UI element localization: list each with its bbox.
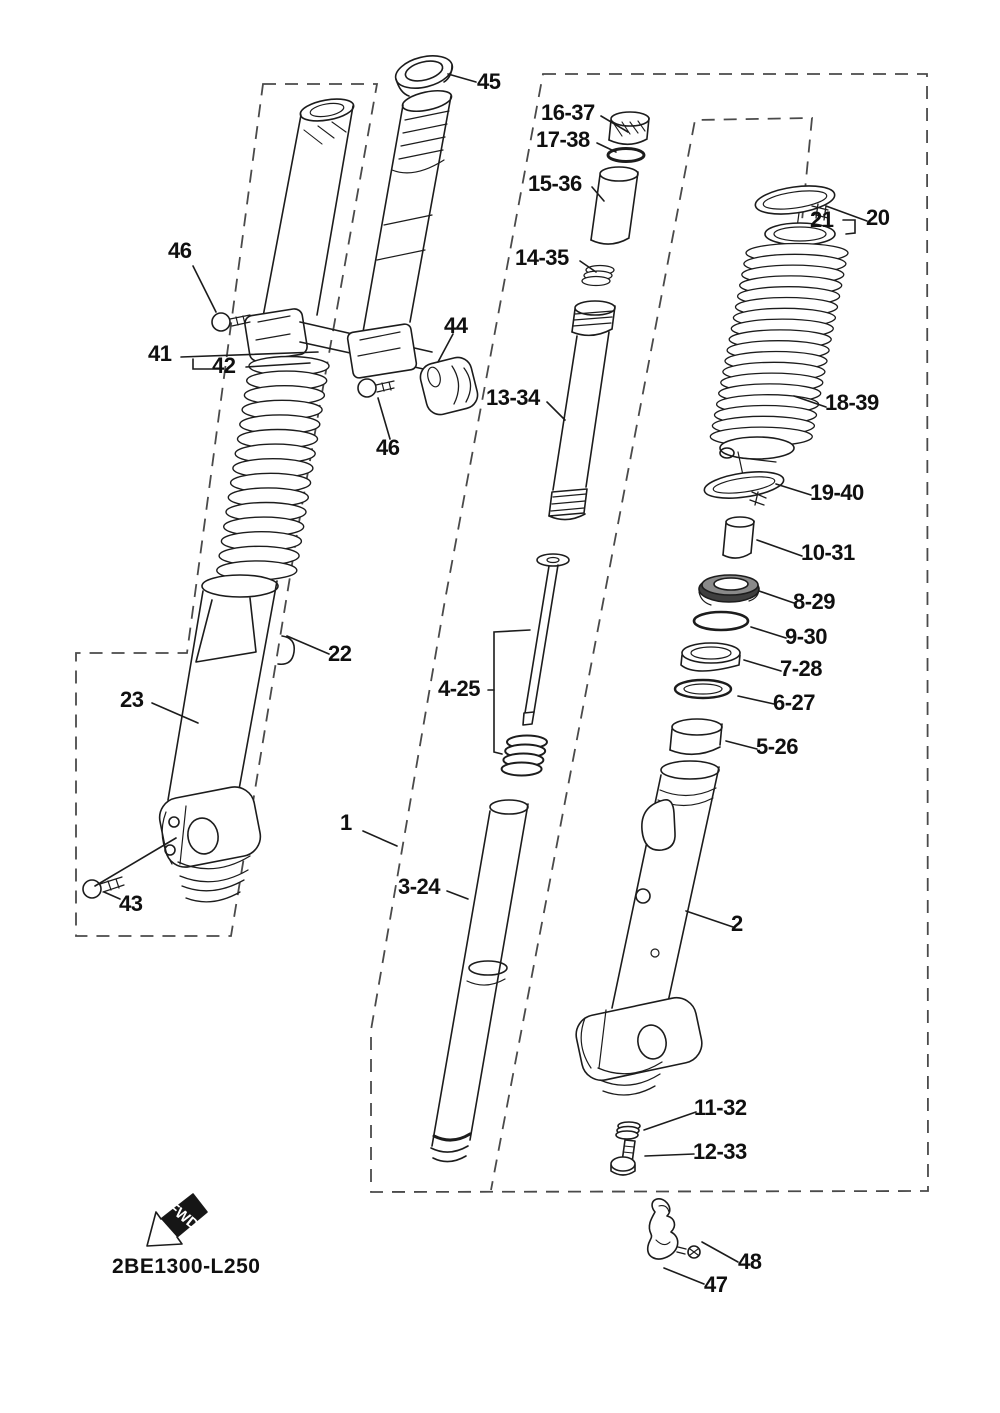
slide-bushing-7-28-drawing [680, 642, 741, 672]
clamp-19-40-drawing [703, 451, 785, 506]
catalog-code: 2BE1300-L250 [112, 1255, 261, 1278]
guide-bushing-5-26-drawing [669, 718, 723, 756]
part-label-4-25: 4-25 [438, 676, 481, 701]
part-label-46: 46 [168, 238, 192, 263]
boot-18-39-drawing [764, 222, 836, 246]
part-label-2: 2 [731, 911, 743, 936]
part-label-46: 46 [376, 435, 400, 460]
lower-leg-23-drawing [158, 574, 296, 903]
under-bracket-41-42-drawing [244, 308, 479, 416]
part-label-42: 42 [212, 353, 236, 378]
part-label-18-39: 18-39 [825, 390, 879, 415]
left-assembly-box [75, 83, 379, 937]
part-label-12-33: 12-33 [693, 1139, 747, 1164]
part-label-9-30: 9-30 [785, 624, 828, 649]
part-label-20: 20 [866, 205, 890, 230]
clip-9-30-drawing [692, 610, 750, 632]
collar-10-31-drawing [722, 516, 755, 559]
middle-assembly-box [370, 73, 929, 1193]
o-ring-17-38-drawing [606, 147, 646, 163]
part-label-3-24: 3-24 [398, 874, 441, 899]
part-label-41: 41 [148, 341, 172, 366]
part-label-19-40: 19-40 [810, 480, 864, 505]
spring-seat-14-35-drawing [581, 264, 615, 287]
fork-spring-drawing [216, 355, 330, 581]
part-label-21: 21 [810, 207, 834, 232]
screw-48-drawing [676, 1245, 701, 1259]
part-label-7-28: 7-28 [780, 656, 823, 681]
leader-lines [94, 73, 868, 1285]
outer-tube-22-drawing [261, 98, 355, 323]
washer-11-32-drawing [615, 1121, 641, 1140]
bracket-47-drawing [646, 1197, 679, 1260]
cap-bolt-16-37-drawing [608, 111, 650, 146]
part-label-17-38: 17-38 [536, 127, 590, 152]
part-label-6-27: 6-27 [773, 690, 816, 715]
part-label-44: 44 [444, 313, 468, 338]
bolt-46-lower-drawing [357, 378, 395, 398]
bolt-46-upper-drawing [211, 312, 251, 332]
part-label-5-26: 5-26 [756, 734, 799, 759]
part-label-22: 22 [328, 641, 352, 666]
part-label-8-29: 8-29 [793, 589, 836, 614]
damper-tube-3-24-drawing [430, 799, 529, 1163]
part-label-14-35: 14-35 [515, 245, 569, 270]
part-label-11-32: 11-32 [694, 1095, 747, 1120]
boot-clamp-20-21-drawing [754, 185, 836, 236]
damper-rod-assy-4-25-drawing [522, 553, 570, 726]
part-label-43: 43 [119, 891, 143, 916]
outer-tube-2-drawing [575, 760, 720, 1096]
damper-rod-13-34-drawing [548, 300, 616, 521]
rebound-spring-drawing [500, 734, 548, 777]
part-label-16-37: 16-37 [541, 100, 595, 125]
part-label-47: 47 [704, 1272, 728, 1297]
part-label-13-34: 13-34 [486, 385, 540, 410]
inner-tube-44-drawing [362, 89, 453, 333]
part-label-15-36: 15-36 [528, 171, 582, 196]
spacer-15-36-drawing [590, 166, 639, 245]
part-label-23: 23 [120, 687, 144, 712]
washer-6-27-drawing [673, 678, 733, 700]
boot-ribs-drawing [709, 242, 849, 447]
boot-bottom-drawing [719, 436, 795, 463]
part-label-10-31: 10-31 [801, 540, 855, 565]
part-label-1: 1 [340, 810, 352, 835]
part-drawings [82, 55, 849, 1260]
cap-45-drawing [394, 55, 454, 97]
part-label-45: 45 [477, 69, 501, 94]
fwd-arrow: FWD [146, 1193, 208, 1247]
bolt-12-33-drawing [610, 1139, 636, 1176]
oil-seal-8-29-drawing [698, 574, 760, 606]
part-label-48: 48 [738, 1249, 762, 1274]
